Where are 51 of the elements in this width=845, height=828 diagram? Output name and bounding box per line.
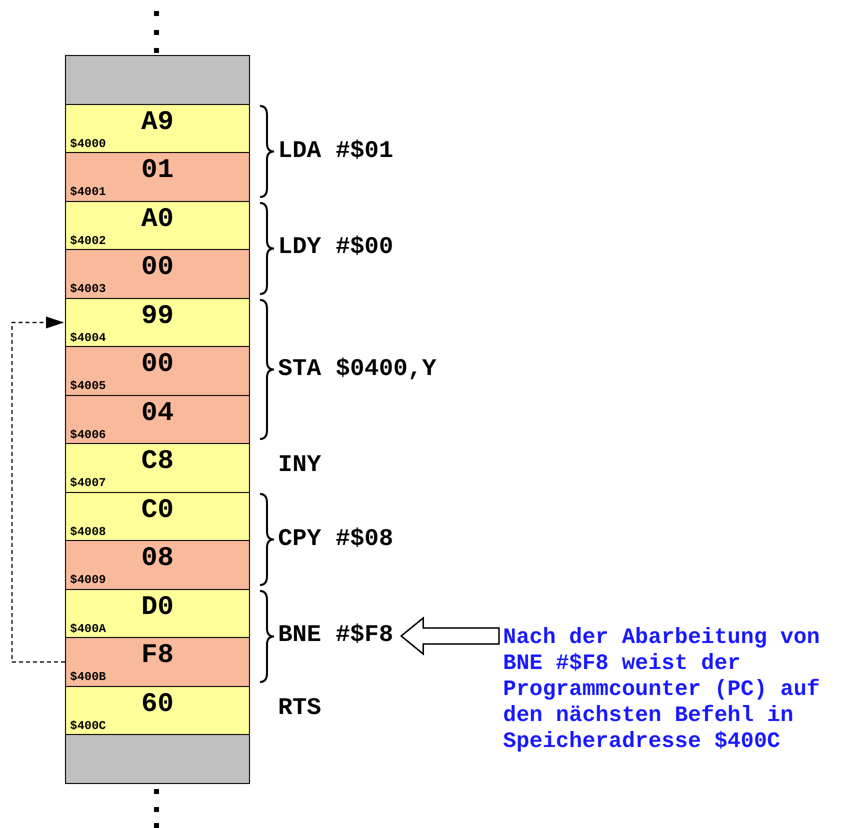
byte-value: C0 bbox=[140, 496, 175, 526]
memory-cell bbox=[65, 443, 250, 493]
memory-address: $400A bbox=[70, 622, 106, 636]
byte-value: 04 bbox=[140, 398, 175, 428]
memory-address: $4005 bbox=[70, 379, 106, 393]
memory-address: $4006 bbox=[70, 428, 106, 442]
note-text: Nach der Abarbeitung von BNE #$F8 weist der Programmcounter (PC) auf den nächsten Befehl in Speicheradresse $400C bbox=[503, 625, 820, 755]
instruction-text: LDY #$00 bbox=[278, 234, 394, 262]
memory-cell bbox=[65, 104, 250, 154]
memory-address: $400B bbox=[70, 670, 106, 684]
memory-cell bbox=[65, 249, 250, 299]
memory-address: $4004 bbox=[70, 330, 106, 344]
instruction-text: BNE #$F8 bbox=[278, 622, 394, 650]
memory-address: $4000 bbox=[70, 136, 106, 150]
byte-value: C8 bbox=[140, 447, 175, 477]
byte-value: 60 bbox=[140, 690, 175, 720]
memory-cell bbox=[65, 200, 250, 250]
memory-cell-empty bbox=[65, 55, 250, 105]
byte-value: A0 bbox=[140, 204, 175, 234]
memory-cell bbox=[65, 492, 250, 542]
byte-value: 01 bbox=[140, 156, 175, 186]
instruction-text: RTS bbox=[278, 695, 322, 723]
instruction-text: STA $0400,Y bbox=[278, 356, 436, 384]
instruction-text: LDA #$01 bbox=[278, 138, 394, 166]
byte-value: 00 bbox=[140, 350, 175, 380]
memory-cell-empty bbox=[65, 734, 250, 784]
byte-value: 99 bbox=[140, 302, 175, 332]
byte-value: A9 bbox=[140, 108, 175, 138]
memory-address: $4002 bbox=[70, 234, 106, 248]
memory-address: $4003 bbox=[70, 282, 106, 296]
memory-cell bbox=[65, 686, 250, 736]
byte-value: D0 bbox=[140, 592, 175, 622]
memory-cell bbox=[65, 588, 250, 638]
memory-address: $4008 bbox=[70, 524, 106, 538]
memory-address: $4009 bbox=[70, 573, 106, 587]
instruction-text: INY bbox=[278, 452, 322, 480]
memory-address: $4007 bbox=[70, 476, 106, 490]
memory-address: $4001 bbox=[70, 185, 106, 199]
memory-cell bbox=[65, 346, 250, 396]
instruction-text: CPY #$08 bbox=[278, 526, 394, 554]
hollow-arrow bbox=[400, 616, 500, 656]
memory-cell bbox=[65, 298, 250, 348]
memory-cell bbox=[65, 152, 250, 202]
byte-value: 00 bbox=[140, 253, 175, 283]
jump-arrow bbox=[11, 316, 65, 663]
byte-value: F8 bbox=[140, 641, 175, 671]
byte-value: 08 bbox=[140, 544, 175, 574]
memory-cell bbox=[65, 540, 250, 590]
memory-address: $400C bbox=[70, 718, 106, 732]
memory-cell bbox=[65, 394, 250, 444]
memory-cell bbox=[65, 637, 250, 687]
